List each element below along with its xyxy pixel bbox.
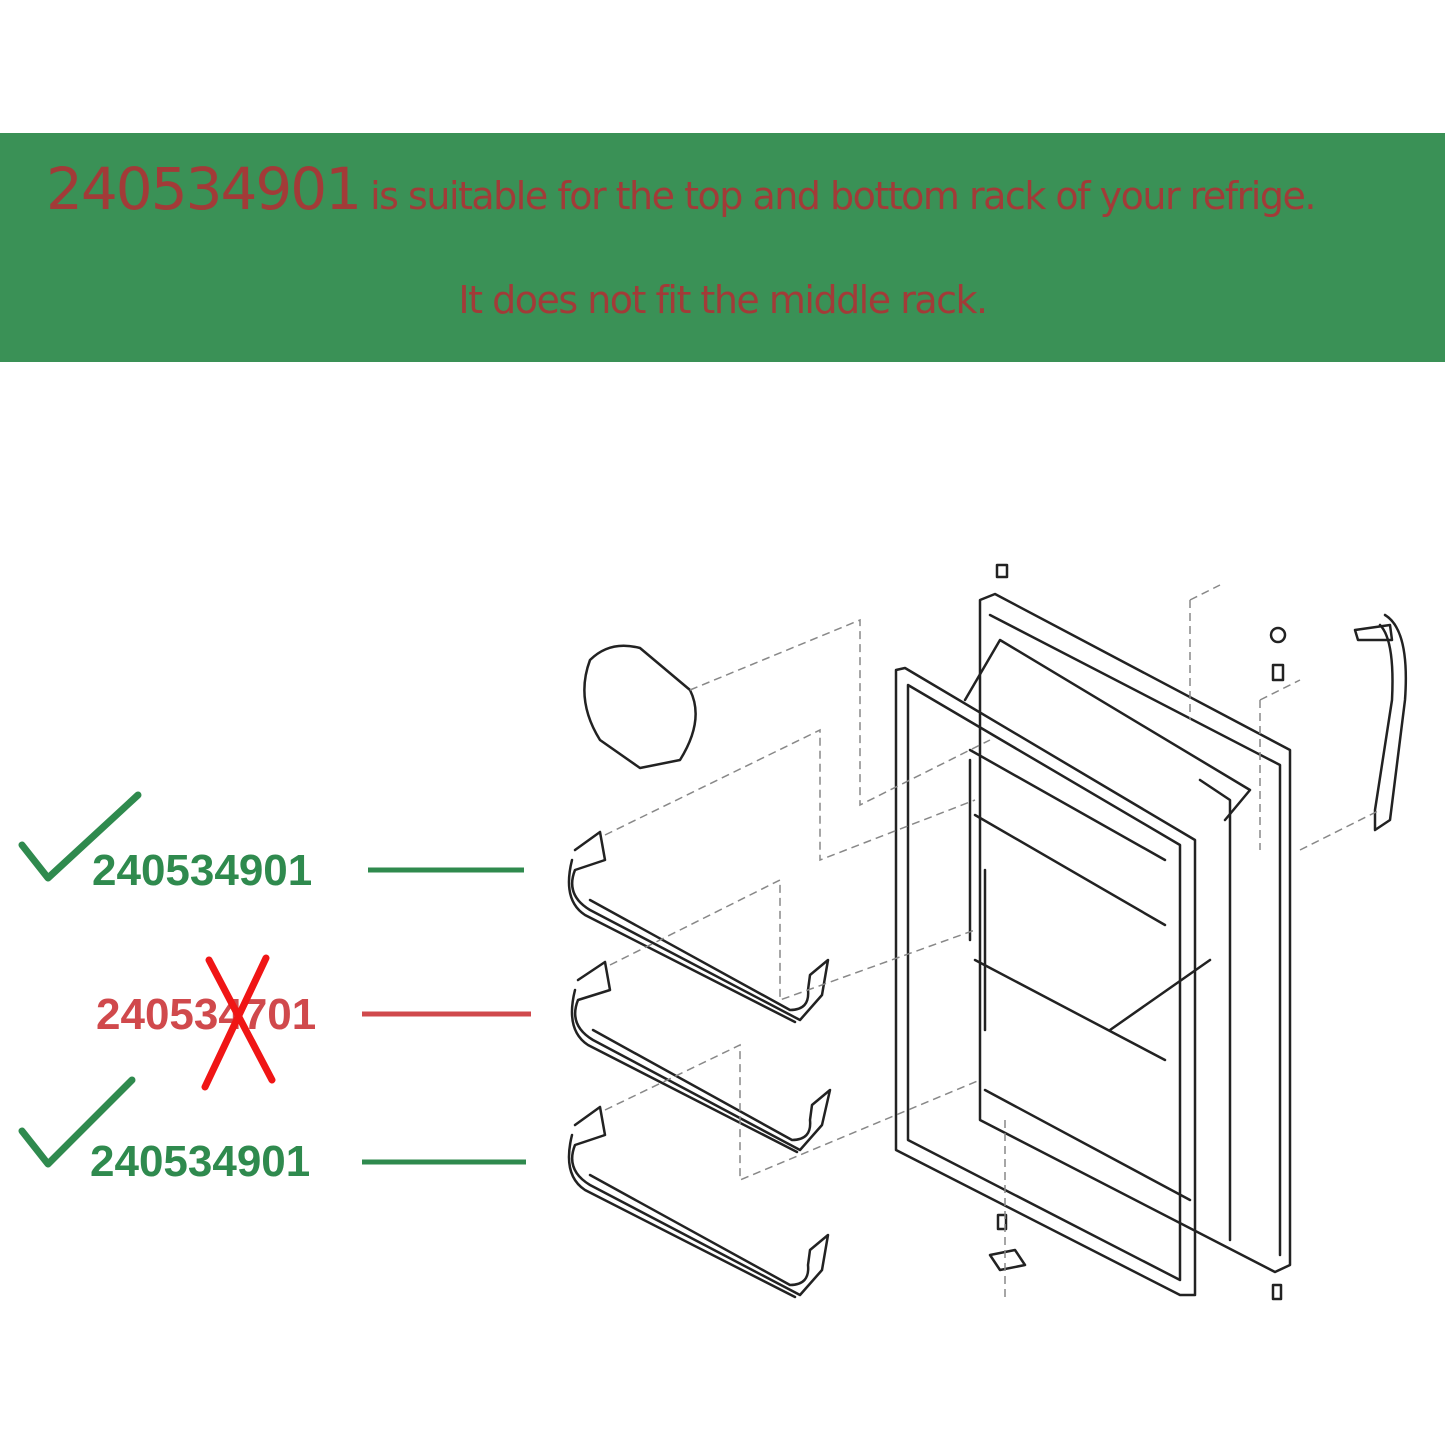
check-icon <box>18 791 142 882</box>
door-bin-bottom <box>567 1105 830 1299</box>
door-panel <box>978 592 1292 1274</box>
banner-line-1-text: is suitable for the top and bottom rack … <box>370 174 1316 218</box>
dairy-cover <box>583 644 697 770</box>
part-label-middle: 240534701 <box>96 990 317 1039</box>
check-icon <box>18 1076 136 1168</box>
banner-line-2: It does not fit the middle rack. <box>458 278 988 322</box>
banner-part-number: 240534901 <box>46 155 362 223</box>
door-gasket <box>894 666 1197 1297</box>
door-handle <box>1373 613 1408 832</box>
door-bin-middle <box>570 960 832 1154</box>
part-label-bottom: 240534901 <box>90 1137 311 1186</box>
door-bin-top <box>567 830 830 1024</box>
info-banner <box>0 133 1445 362</box>
part-label-top: 240534901 <box>92 846 313 895</box>
